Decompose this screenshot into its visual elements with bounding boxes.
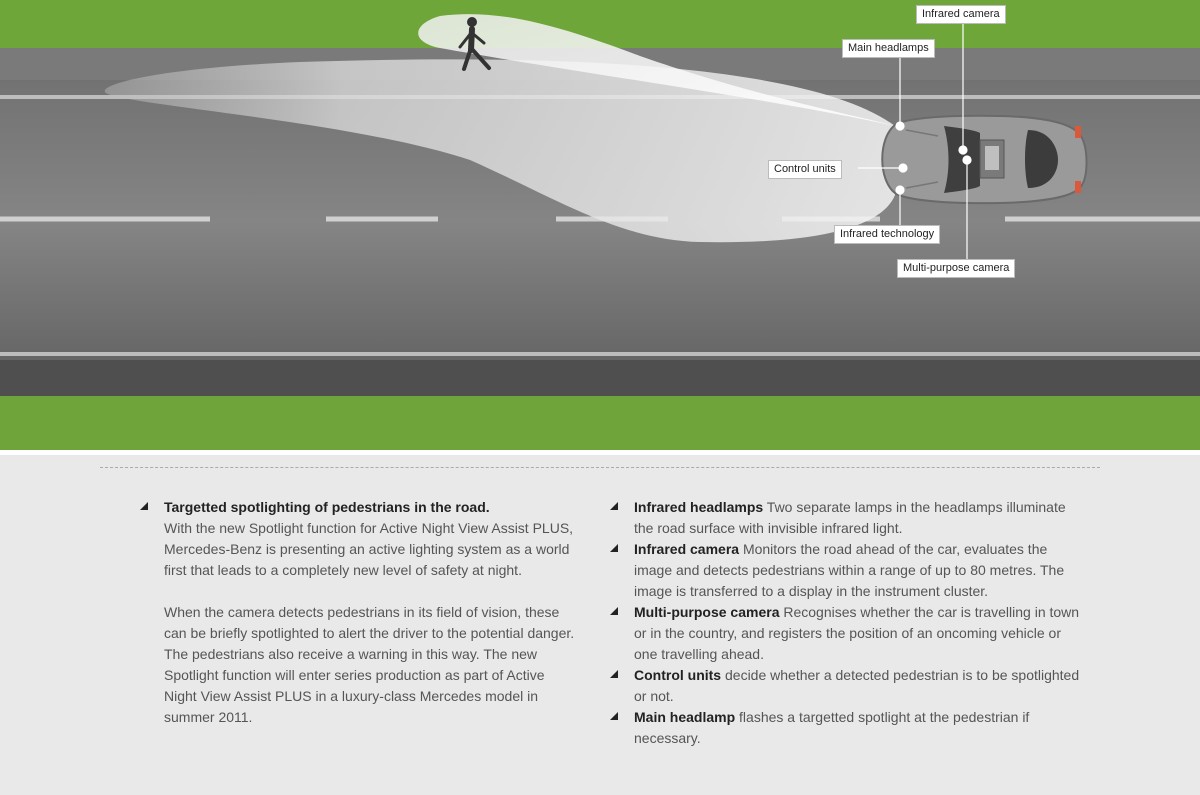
bullet-triangle-icon xyxy=(610,670,618,678)
infrared-beam xyxy=(104,59,895,243)
callout-multi-purpose-camera: Multi-purpose camera xyxy=(897,259,1016,278)
list-item: Multi-purpose camera Recognises whether … xyxy=(610,602,1080,665)
list-item: Control units decide whether a detected … xyxy=(610,665,1080,707)
item-term: Main headlamp xyxy=(634,709,736,725)
item-term: Control units xyxy=(634,667,722,683)
dashed-divider xyxy=(100,467,1100,468)
bullet-triangle-icon xyxy=(140,502,148,510)
item-description: flashes a targetted spotlight at the ped… xyxy=(634,709,1030,746)
left-heading-item: Targetted spotlighting of pedestrians in… xyxy=(140,497,580,728)
text-panel: Targetted spotlighting of pedestrians in… xyxy=(0,455,1200,795)
left-column: Targetted spotlighting of pedestrians in… xyxy=(140,497,580,728)
item-description: Recognises whether the car is travelling… xyxy=(634,604,1080,662)
road-diagram xyxy=(0,0,1200,450)
item-term: Multi-purpose camera xyxy=(634,604,780,620)
callout-main-headlamps: Main headlamps xyxy=(842,39,935,58)
callout-markers xyxy=(858,22,972,260)
callout-control-units: Control units xyxy=(768,160,842,179)
grass-bottom xyxy=(0,396,1200,450)
list-item: Infrared camera Monitors the road ahead … xyxy=(610,539,1080,602)
item-description: Two separate lamps in the headlamps illu… xyxy=(634,499,1066,536)
item-term: Infrared camera xyxy=(634,541,740,557)
bullet-triangle-icon xyxy=(610,607,618,615)
road-shoulder-bottom xyxy=(0,360,1200,396)
left-paragraph-1: With the new Spotlight function for Acti… xyxy=(164,520,574,578)
list-item: Infrared headlamps Two separate lamps in… xyxy=(610,497,1080,539)
spotlight-beam xyxy=(418,14,895,126)
item-term: Infrared headlamps xyxy=(634,499,764,515)
callout-infrared-technology: Infrared technology xyxy=(834,225,941,244)
bullet-triangle-icon xyxy=(610,712,618,720)
pedestrian-icon xyxy=(458,17,491,71)
left-heading: Targetted spotlighting of pedestrians in… xyxy=(164,499,490,515)
item-description: Monitors the road ahead of the car, eval… xyxy=(634,541,1065,599)
callout-infrared-camera: Infrared camera xyxy=(916,5,1006,24)
car-icon xyxy=(881,114,1088,205)
bullet-triangle-icon xyxy=(610,544,618,552)
left-paragraph-2: When the camera detects pedestrians in i… xyxy=(164,604,575,725)
item-description: decide whether a detected pedestrian is … xyxy=(634,667,1080,704)
list-item: Main headlamp flashes a targetted spotli… xyxy=(610,707,1080,749)
bullet-triangle-icon xyxy=(610,502,618,510)
right-column: Infrared headlamps Two separate lamps in… xyxy=(610,497,1080,749)
